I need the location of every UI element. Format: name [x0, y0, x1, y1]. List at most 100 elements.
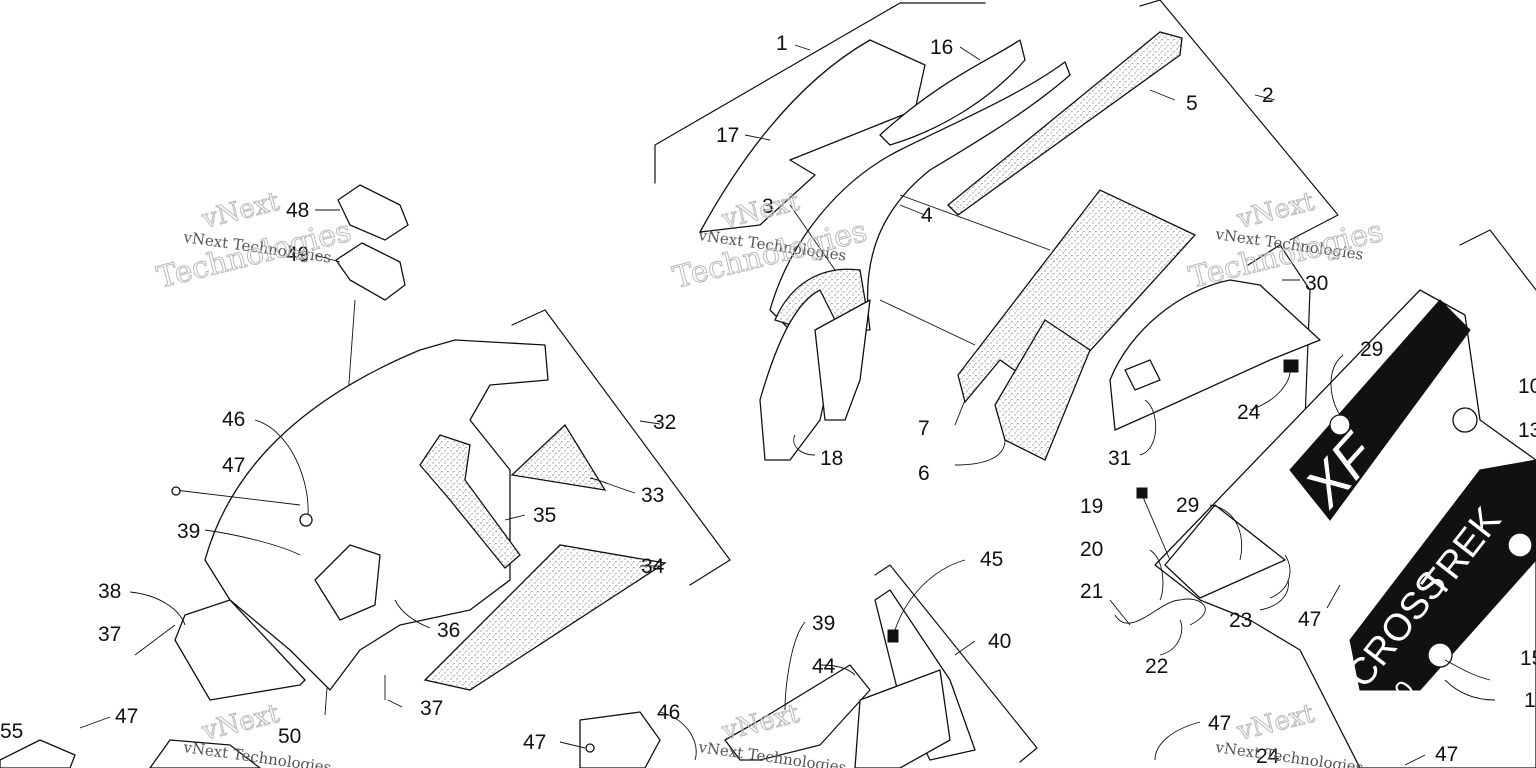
- part-31-clip: [1124, 359, 1161, 391]
- leader-45: [894, 559, 966, 631]
- callout-48: 48: [286, 199, 309, 222]
- xf-decal-dark: [1289, 299, 1471, 521]
- part-48-gasket: [337, 184, 409, 241]
- bracket-group-1: [654, 2, 986, 184]
- callout-34: 34: [641, 555, 665, 578]
- crosstrek-decal-dark: [1349, 459, 1536, 691]
- leader-33: [589, 477, 636, 494]
- leader-38: [129, 591, 186, 626]
- leader-21: [1109, 599, 1131, 626]
- leader-1-right: [1444, 679, 1496, 701]
- part-bottom-left: [149, 739, 261, 768]
- part-47-screw-bottom: [585, 743, 595, 753]
- callout-17: 17: [716, 124, 739, 147]
- callout-10: 10: [1518, 375, 1536, 398]
- callout-22: 22: [1145, 655, 1168, 678]
- leader-4: [899, 204, 926, 216]
- part-45-clip: [887, 629, 899, 643]
- callout-16: 16: [930, 36, 953, 59]
- leader-31: [1139, 399, 1157, 456]
- callout-38: 38: [98, 580, 121, 603]
- callout-47-bottom-right: 47: [1208, 712, 1231, 735]
- leader-37: [387, 699, 403, 708]
- callout-21: 21: [1080, 580, 1103, 603]
- leader-7: [954, 399, 966, 426]
- callout-30: 30: [1305, 272, 1328, 295]
- callout-23: 23: [1229, 609, 1252, 632]
- part-36-body: [204, 339, 549, 691]
- callout-35: 35: [533, 504, 556, 527]
- callout-47-far-right: 47: [1435, 743, 1458, 766]
- part-18-bracket: [814, 299, 871, 421]
- leader-22: [1159, 619, 1183, 656]
- callout-55: 55: [0, 720, 23, 743]
- part-33-foam-triangle: [510, 423, 607, 491]
- leader-18: [793, 434, 816, 456]
- leader-39-bottom: [784, 621, 806, 711]
- part-46-grommet: [299, 513, 313, 527]
- side-panel-assembly: [1109, 244, 1321, 431]
- leader-16: [959, 46, 981, 61]
- leader-47-right: [1326, 584, 1341, 609]
- callout-45: 45: [980, 548, 1003, 571]
- callout-24-bottom: 24: [1256, 745, 1280, 768]
- leader-35: [504, 514, 526, 521]
- callout-36: 36: [437, 619, 460, 642]
- leader-49: [314, 254, 341, 263]
- leader-44: [819, 664, 856, 676]
- callout-44: 44: [812, 655, 836, 678]
- leader-47-bottom: [559, 741, 586, 749]
- callout-29-lower: 29: [1176, 494, 1199, 517]
- part-23-wire: [1269, 554, 1291, 599]
- part-35-foam-piece: [419, 434, 521, 569]
- callout-18: 18: [820, 447, 843, 470]
- callout-39-bottom: 39: [812, 612, 835, 635]
- leader-5: [1149, 89, 1176, 101]
- callout-40: 40: [988, 630, 1011, 653]
- part-6-foam-pad: [994, 319, 1091, 461]
- bracket-group-32: [511, 309, 731, 586]
- leader-19: [1139, 489, 1171, 561]
- leader-47a: [174, 489, 301, 506]
- callout-37-left: 37: [98, 623, 121, 646]
- part-46-bracket: [579, 711, 661, 768]
- callout-1: 1: [776, 32, 788, 55]
- part-55-bracket: [0, 739, 76, 768]
- callout-19: 19: [1080, 495, 1103, 518]
- part-16-strip: [879, 39, 1026, 146]
- leader-36: [394, 599, 431, 629]
- leader-20: [1149, 549, 1164, 601]
- callout-47-bottom-left: 47: [115, 705, 138, 728]
- part-40-lower: [854, 669, 951, 768]
- callout-47-right: 47: [1298, 608, 1321, 631]
- callout-24: 24: [1237, 401, 1261, 424]
- leader-29a: [1330, 354, 1344, 416]
- callout-4: 4: [921, 204, 933, 227]
- leader-32: [639, 420, 661, 425]
- callout-7: 7: [918, 417, 930, 440]
- leader-46-bottom: [659, 711, 697, 761]
- leader-3: [789, 204, 836, 271]
- part-10-button: [1452, 407, 1478, 433]
- part-29-lower: [1164, 504, 1286, 599]
- part-5-foam-strip: [947, 31, 1183, 216]
- part-30-panel: [1109, 279, 1321, 431]
- callout-50: 50: [278, 725, 301, 748]
- decal-panel-assembly: CROSS TREK 5000 XF: [1114, 229, 1536, 768]
- callout-numbers: 1 2 3 4 5 6 7 10 13 15 1 16 17 18 19 20 …: [0, 32, 1536, 768]
- leader-lines: [79, 44, 1496, 766]
- part-17-panel: [699, 39, 926, 233]
- left-panel-assembly: [134, 184, 731, 716]
- callout-2: 2: [1262, 84, 1274, 107]
- callout-46: 46: [222, 408, 245, 431]
- callout-39: 39: [177, 520, 200, 543]
- leader-1: [794, 44, 811, 51]
- leader-47-bottom-left: [79, 716, 111, 729]
- callout-49: 49: [286, 243, 309, 266]
- leader-2: [1254, 94, 1276, 101]
- leader-23: [1259, 579, 1289, 611]
- callout-20: 20: [1080, 538, 1103, 561]
- part-47-screw: [171, 486, 181, 496]
- callout-31: 31: [1108, 447, 1131, 470]
